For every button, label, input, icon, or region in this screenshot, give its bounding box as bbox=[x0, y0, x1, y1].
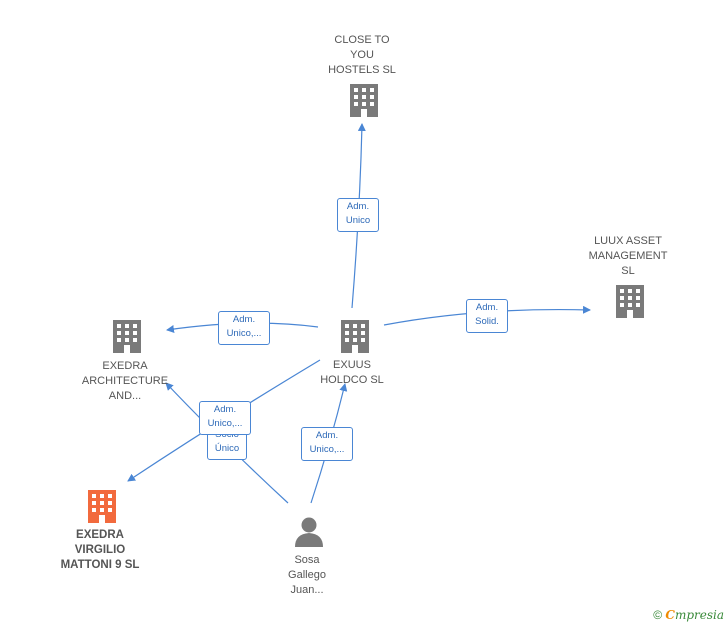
building-icon[interactable] bbox=[341, 320, 369, 353]
copyright-icon: © bbox=[653, 608, 663, 622]
building-icon[interactable] bbox=[616, 285, 644, 318]
edge-label-adm-unico-virgilio[interactable]: Adm. Unico,... bbox=[199, 401, 251, 435]
node-label-luux[interactable]: LUUX ASSET MANAGEMENT SL bbox=[588, 235, 668, 277]
node-label-exuus[interactable]: EXUUS HOLDCO SL bbox=[320, 359, 384, 386]
node-label-exedra-architecture[interactable]: EXEDRA ARCHITECTURE AND... bbox=[81, 360, 169, 402]
node-label-exedra-virgilio[interactable]: EXEDRA VIRGILIO MATTONI 9 SL bbox=[60, 529, 140, 571]
building-icon[interactable] bbox=[88, 490, 116, 523]
edge-label-adm-unico[interactable]: Adm. Unico bbox=[337, 198, 379, 232]
node-label-close-to-you[interactable]: CLOSE TO YOU HOSTELS SL bbox=[328, 34, 396, 76]
edge-label-adm-solid[interactable]: Adm. Solid. bbox=[466, 299, 508, 333]
brand-logo[interactable]: Cmpresia bbox=[665, 608, 724, 622]
person-icon[interactable] bbox=[295, 517, 323, 548]
edge-label-adm-unico-arch[interactable]: Adm. Unico,... bbox=[218, 311, 270, 345]
copyright-footer: © Cmpresia bbox=[653, 608, 724, 622]
edge-label-adm-unico-exuus[interactable]: Adm. Unico,... bbox=[301, 427, 353, 461]
building-icon[interactable] bbox=[113, 320, 141, 353]
building-icon[interactable] bbox=[350, 84, 378, 117]
node-label-sosa[interactable]: Sosa Gallego Juan... bbox=[288, 554, 326, 596]
